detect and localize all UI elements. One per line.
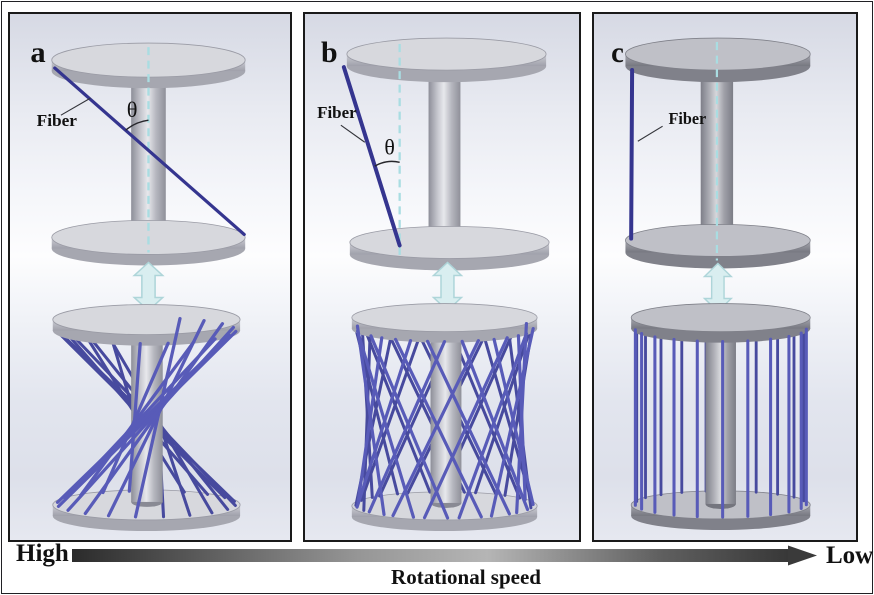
winding-angle-theta-label: θ <box>127 97 138 122</box>
fiber-label: Fiber <box>317 103 357 122</box>
fiber-label: Fiber <box>668 109 706 128</box>
single-fiber-line <box>629 68 635 241</box>
panel-c: Fiber c <box>592 12 858 542</box>
winding-angle-arc <box>125 119 149 131</box>
single-fiber-line <box>53 66 246 237</box>
speed-low-label: Low <box>826 542 874 569</box>
panel-b-drawing: θ Fiber b <box>317 36 550 531</box>
speed-high-label: High <box>16 540 69 567</box>
panel-b: θ Fiber b <box>303 12 581 542</box>
panel-letter-label: b <box>321 36 338 69</box>
panel-letter-label: a <box>30 35 45 69</box>
single-fiber-line <box>341 65 402 248</box>
fiber-label: Fiber <box>37 111 78 130</box>
fiber-pointer-line <box>60 97 91 116</box>
panel-c-drawing: Fiber c <box>611 36 811 530</box>
fiber-pointer-line <box>637 125 663 142</box>
fiber-pointer-line <box>340 124 366 143</box>
speed-arrow-bar <box>72 549 788 562</box>
winding-angle-arc <box>374 160 400 167</box>
winding-angle-theta-label: θ <box>384 134 395 159</box>
rotational-speed-arrow <box>72 545 817 566</box>
reversibility-double-arrow-icon <box>132 261 165 312</box>
rotational-speed-caption: Rotational speed <box>391 565 541 589</box>
panel-letter-label: c <box>611 36 624 69</box>
speed-arrow-head <box>788 545 817 566</box>
